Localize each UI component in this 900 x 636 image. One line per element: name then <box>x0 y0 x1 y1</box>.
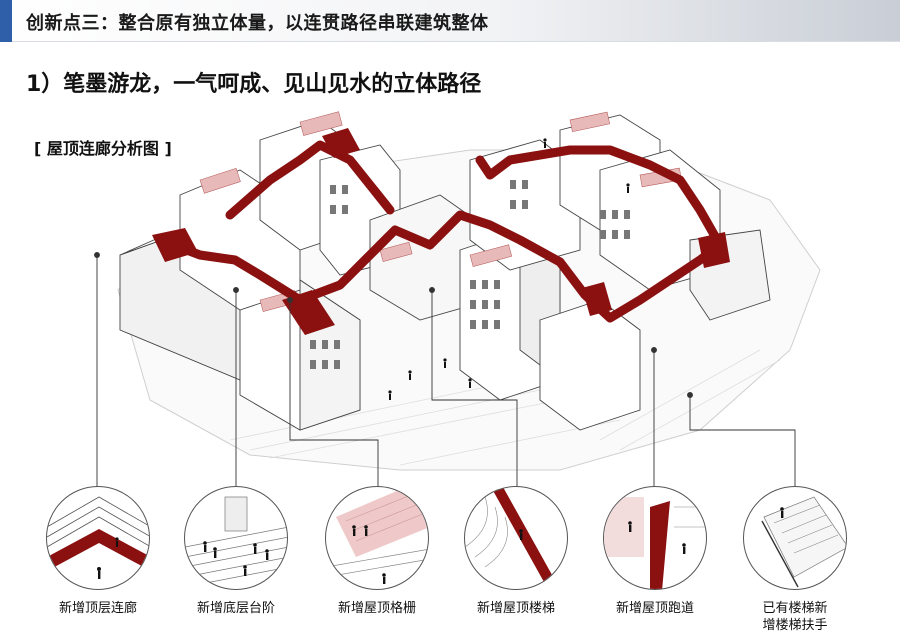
caption-roof-stairs: 新增屋顶楼梯 <box>476 601 555 616</box>
roof-corridor-branch <box>225 140 395 220</box>
section-subtitle: 1）笔墨游龙，一气呵成、见山见水的立体路径 <box>26 72 482 97</box>
header-bar: 创新点三：整合原有独立体量，以连贯路径串联建筑整体 <box>0 0 900 42</box>
diagram-label: [ 屋顶连廊分析图 ] <box>34 139 172 158</box>
detail-ground-steps <box>184 486 288 590</box>
detail-roof-track <box>603 486 707 590</box>
caption-roof-track: 新增屋顶跑道 <box>615 601 694 616</box>
roof-corridor-path <box>155 145 725 323</box>
detail-roof-stairs <box>464 486 568 590</box>
caption-stair-handrail: 已有楼梯新 增楼梯扶手 <box>762 601 828 633</box>
page-title: 创新点三：整合原有独立体量，以连贯路径串联建筑整体 <box>26 13 489 34</box>
caption-roof-grille: 新增屋顶格栅 <box>337 601 416 616</box>
roof-grilles <box>199 111 682 312</box>
detail-top-corridor <box>46 486 150 590</box>
leader-lines <box>94 252 796 508</box>
site-outline <box>117 149 821 471</box>
buildings <box>119 114 771 431</box>
header-accent-stripe <box>0 0 12 42</box>
detail-stair-handrail <box>743 486 847 590</box>
detail-roof-grille <box>325 486 429 590</box>
roof-red-blocks <box>152 128 730 335</box>
people-figures <box>388 138 630 400</box>
caption-ground-steps: 新增底层台阶 <box>196 601 275 616</box>
caption-top-corridor: 新增顶层连廊 <box>58 601 137 616</box>
window-grids <box>310 180 630 369</box>
ground-paving <box>229 349 781 466</box>
